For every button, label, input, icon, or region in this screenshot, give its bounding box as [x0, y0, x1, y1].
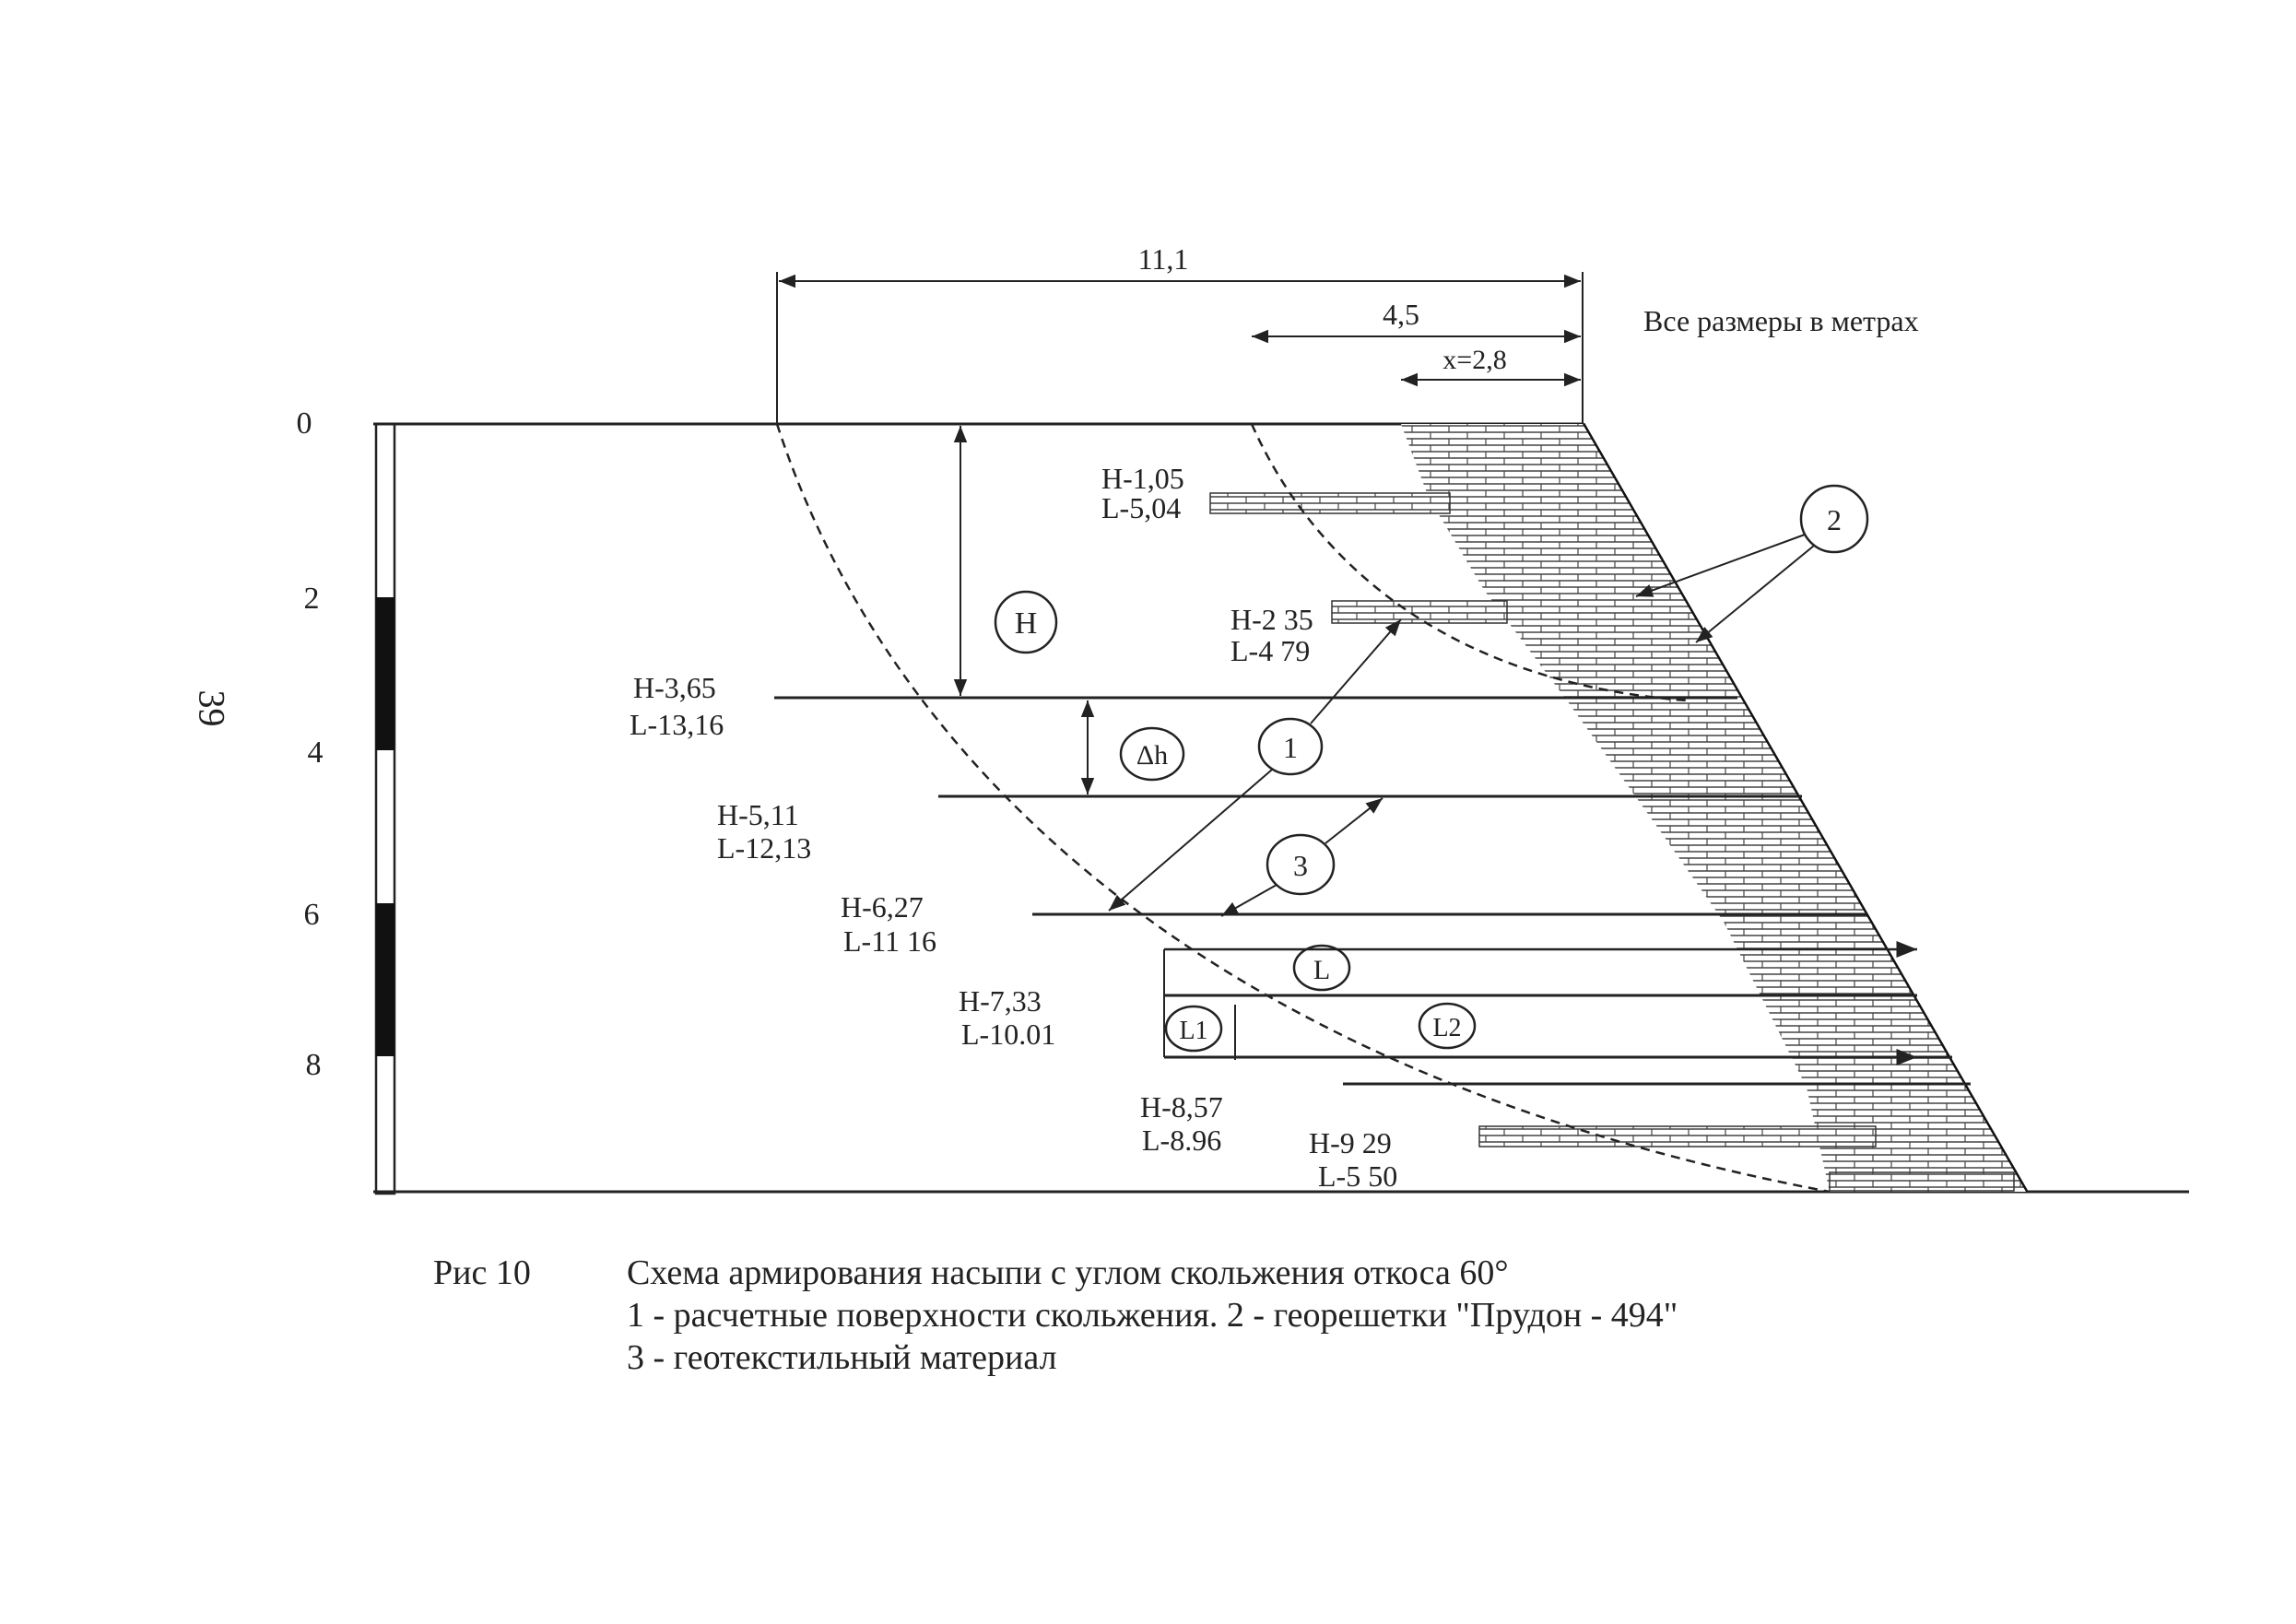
scale-tick-6: 6	[304, 898, 320, 932]
dim-mid-label: 4,5	[1383, 298, 1419, 331]
dim-x-label: x=2,8	[1442, 345, 1506, 375]
geogrid-strip-2	[1331, 600, 1508, 624]
layer-1-h: H-1,05	[1101, 462, 1184, 495]
callout-2-arrow-b	[1695, 545, 1815, 643]
callout-l2-circle	[1418, 1002, 1477, 1050]
callout-3-arrow-a	[1325, 797, 1383, 844]
figure-number: Рис 10	[433, 1253, 531, 1292]
dim-total-label: 11,1	[1138, 242, 1189, 276]
scale-bar	[374, 422, 396, 1195]
geogrid-strip-1	[1209, 492, 1451, 514]
layer-7-l: L-8.96	[1142, 1124, 1221, 1157]
layer-2-l: L-4 79	[1230, 634, 1310, 667]
caption-line-2: 1 - расчетные поверхности скольжения. 2 …	[627, 1296, 1678, 1335]
layer-1-l: L-5,04	[1101, 491, 1181, 524]
layer-8-h: H-9 29	[1309, 1126, 1392, 1159]
callout-dh-circle	[1119, 726, 1185, 782]
caption-line-3: 3 - геотекстильный материал	[627, 1338, 1057, 1377]
layer-3-l: L-13,16	[630, 708, 724, 741]
callout-2-arrow-a	[1635, 534, 1806, 597]
callout-1-circle	[1257, 717, 1324, 776]
geogrid-strip-base	[1829, 1171, 2015, 1192]
callout-1-arrow-b	[1108, 769, 1273, 912]
scale-tick-0: 0	[297, 406, 312, 441]
layer-5-l: L-11 16	[843, 924, 936, 958]
callout-l1-circle	[1164, 1005, 1223, 1053]
scale-tick-2: 2	[304, 582, 320, 616]
callout-dh: Δh	[1136, 740, 1168, 771]
layer-5-h: H-6,27	[841, 890, 924, 924]
layer-7-h: H-8,57	[1140, 1090, 1223, 1124]
layer-6-h: H-7,33	[959, 984, 1042, 1018]
callout-2: 2	[1827, 503, 1842, 536]
layer-3-h: H-3,65	[633, 671, 716, 704]
callout-l2: L2	[1432, 1014, 1461, 1042]
layer-4-h: H-5,11	[717, 798, 799, 831]
units-note: Все размеры в метрах	[1643, 304, 1919, 337]
callout-3-arrow-b	[1220, 884, 1278, 917]
callout-2-circle	[1799, 484, 1869, 554]
callout-l: L	[1313, 955, 1330, 985]
layer-2-h: H-2 35	[1230, 603, 1313, 636]
callout-1-arrow-a	[1310, 618, 1402, 724]
callout-l-circle	[1292, 944, 1351, 992]
slip-surface-1	[775, 423, 1831, 1194]
layer-8-l: L-5 50	[1318, 1159, 1397, 1193]
callout-h-circle	[994, 590, 1058, 654]
scale-tick-4: 4	[308, 736, 324, 770]
layer-4-l: L-12,13	[717, 831, 811, 865]
geogrid-zone	[1401, 424, 2026, 1192]
scale-tick-8: 8	[306, 1048, 322, 1082]
layer-6-l: L-10.01	[961, 1018, 1055, 1051]
callout-3: 3	[1293, 849, 1308, 882]
callout-3-circle	[1266, 833, 1336, 896]
slip-surface-2	[1250, 423, 1688, 702]
callout-1: 1	[1283, 731, 1298, 764]
callout-l1: L1	[1179, 1017, 1207, 1045]
geogrid-strip-9	[1478, 1125, 1877, 1147]
callout-h: H	[1015, 606, 1038, 641]
caption-line-1: Схема армирования насыпи с углом скольже…	[627, 1253, 1509, 1292]
